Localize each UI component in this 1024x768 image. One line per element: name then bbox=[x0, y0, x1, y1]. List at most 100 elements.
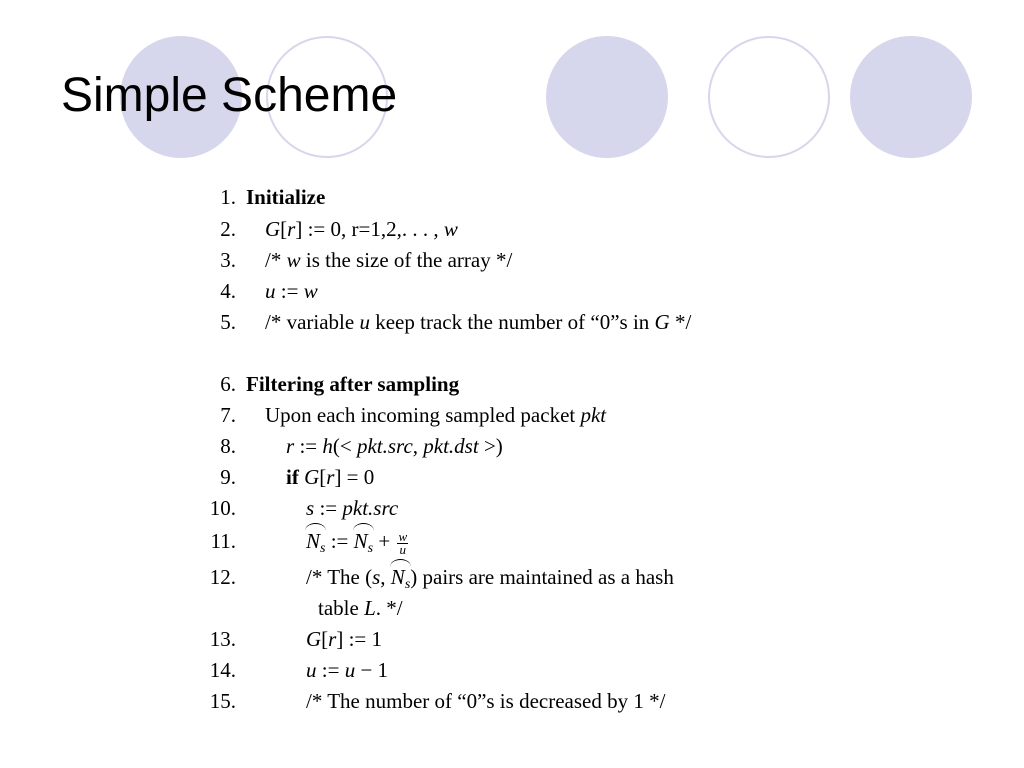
slide-title: Simple Scheme bbox=[61, 69, 398, 122]
math-variable: r bbox=[326, 465, 335, 489]
algorithm-line: 12./* The (s, Ns) pairs are maintained a… bbox=[0, 559, 1024, 592]
code-text: , bbox=[380, 565, 391, 589]
fraction-numerator: w bbox=[397, 528, 409, 544]
math-variable: r bbox=[328, 627, 337, 651]
decor-circle-3 bbox=[546, 36, 668, 158]
math-variable: L bbox=[364, 596, 376, 620]
math-variable: G bbox=[265, 217, 281, 241]
math-variable: s bbox=[306, 496, 315, 520]
code-text: + bbox=[373, 529, 396, 553]
math-variable: r bbox=[286, 434, 295, 458]
code-text: table bbox=[318, 596, 365, 620]
code-text: ] = 0 bbox=[334, 465, 375, 489]
line-number: 14. bbox=[209, 658, 236, 682]
line-number: 10. bbox=[209, 496, 236, 520]
hat-variable-subscript: s bbox=[320, 541, 326, 556]
line-code: u := w bbox=[265, 276, 318, 306]
math-variable: w bbox=[443, 217, 458, 241]
line-code: u := u − 1 bbox=[306, 655, 388, 685]
line-number: 2. bbox=[220, 217, 236, 241]
line-code: /* variable u keep track the number of “… bbox=[265, 307, 691, 337]
math-variable: u bbox=[359, 310, 370, 334]
line-code: s := pkt.src bbox=[306, 493, 398, 523]
math-variable: u bbox=[344, 658, 356, 682]
math-variable: s bbox=[372, 565, 381, 589]
line-number: 5. bbox=[220, 310, 236, 334]
keyword-text: if bbox=[286, 465, 305, 489]
algorithm-line: 10. s := pkt.src bbox=[0, 493, 1024, 523]
hat-variable-subscript: s bbox=[404, 577, 411, 592]
code-text: >) bbox=[478, 434, 503, 458]
math-variable: w bbox=[303, 279, 318, 303]
line-number: 7. bbox=[220, 403, 236, 427]
code-text: /* variable bbox=[265, 310, 360, 334]
code-text: is the size of the array */ bbox=[300, 248, 513, 272]
math-variable: pkt.src bbox=[342, 496, 399, 520]
code-text: ] := 1 bbox=[336, 627, 383, 651]
algorithm-line: 7.Upon each incoming sampled packet pkt bbox=[0, 400, 1024, 430]
line-code: Filtering after sampling bbox=[246, 369, 459, 399]
code-text: := bbox=[316, 658, 345, 682]
code-text: /* The number of “0”s is decreased by 1 … bbox=[306, 689, 666, 713]
line-number: 8. bbox=[220, 434, 236, 458]
line-number: 6. bbox=[220, 372, 236, 396]
line-code: /* The (s, Ns) pairs are maintained as a… bbox=[306, 559, 674, 600]
line-code: Initialize bbox=[246, 182, 325, 212]
math-variable: u bbox=[265, 279, 276, 303]
hat-variable-subscript: s bbox=[367, 541, 374, 556]
line-number: 1. bbox=[220, 185, 236, 209]
decor-circle-4 bbox=[708, 36, 830, 158]
algorithm-line: 6. Filtering after sampling bbox=[0, 369, 1024, 399]
code-text: := bbox=[275, 279, 304, 303]
math-variable: r bbox=[287, 217, 296, 241]
code-text: . */ bbox=[375, 596, 403, 620]
line-number: 12. bbox=[209, 565, 236, 589]
code-text: := bbox=[314, 496, 343, 520]
algorithm-line: 9. if G[r] = 0 bbox=[0, 462, 1024, 492]
math-variable: pkt.src, pkt.dst bbox=[356, 434, 479, 458]
line-number: 13. bbox=[209, 627, 236, 651]
algorithm-line: 13. G[r] := 1 bbox=[0, 624, 1024, 654]
keyword-text: Initialize bbox=[246, 185, 326, 209]
code-text: Upon each incoming sampled packet bbox=[265, 403, 581, 427]
code-text: − 1 bbox=[355, 658, 389, 682]
line-number: 15. bbox=[209, 689, 236, 713]
line-code: if G[r] = 0 bbox=[286, 462, 374, 492]
hat-variable-base: N bbox=[306, 529, 321, 553]
hat-variable-base: N bbox=[353, 529, 368, 553]
hat-variable: Ns bbox=[389, 559, 412, 600]
code-text: /* bbox=[265, 248, 287, 272]
line-number: 9. bbox=[220, 465, 236, 489]
line-number: 11. bbox=[210, 529, 236, 553]
code-text: ) pairs are maintained as a hash bbox=[410, 565, 674, 589]
algorithm-line: 15. /* The number of “0”s is decreased by… bbox=[0, 686, 1024, 716]
line-number: 4. bbox=[220, 279, 236, 303]
line-code: /* w is the size of the array */ bbox=[265, 245, 512, 275]
hat-variable: Ns bbox=[304, 523, 327, 564]
algorithm-line: 14. u := u − 1 bbox=[0, 655, 1024, 685]
line-code: /* The number of “0”s is decreased by 1 … bbox=[306, 686, 665, 716]
math-variable: u bbox=[306, 658, 317, 682]
algorithm-line: 4. u := w bbox=[0, 276, 1024, 306]
line-code: table L. */ bbox=[318, 593, 403, 623]
math-variable: G bbox=[654, 310, 670, 334]
math-variable: w bbox=[286, 248, 301, 272]
code-text: keep track the number of “0”s in bbox=[369, 310, 655, 334]
algorithm-line: 1. Initialize bbox=[0, 182, 1024, 212]
code-text: (< bbox=[332, 434, 357, 458]
decor-circle-2 bbox=[266, 36, 388, 158]
math-variable: G bbox=[306, 627, 322, 651]
code-text: := bbox=[325, 529, 354, 553]
code-text: [ bbox=[319, 465, 327, 489]
decor-circle-1 bbox=[120, 36, 242, 158]
code-text: [ bbox=[321, 627, 329, 651]
code-text: [ bbox=[280, 217, 288, 241]
decor-circle-5 bbox=[850, 36, 972, 158]
algorithm-line: 3./* w is the size of the array */ bbox=[0, 245, 1024, 275]
line-code: r := h(< pkt.src, pkt.dst >) bbox=[286, 431, 503, 461]
algorithm-line: 2.G[r] := 0, r=1,2,. . . , w bbox=[0, 214, 1024, 244]
